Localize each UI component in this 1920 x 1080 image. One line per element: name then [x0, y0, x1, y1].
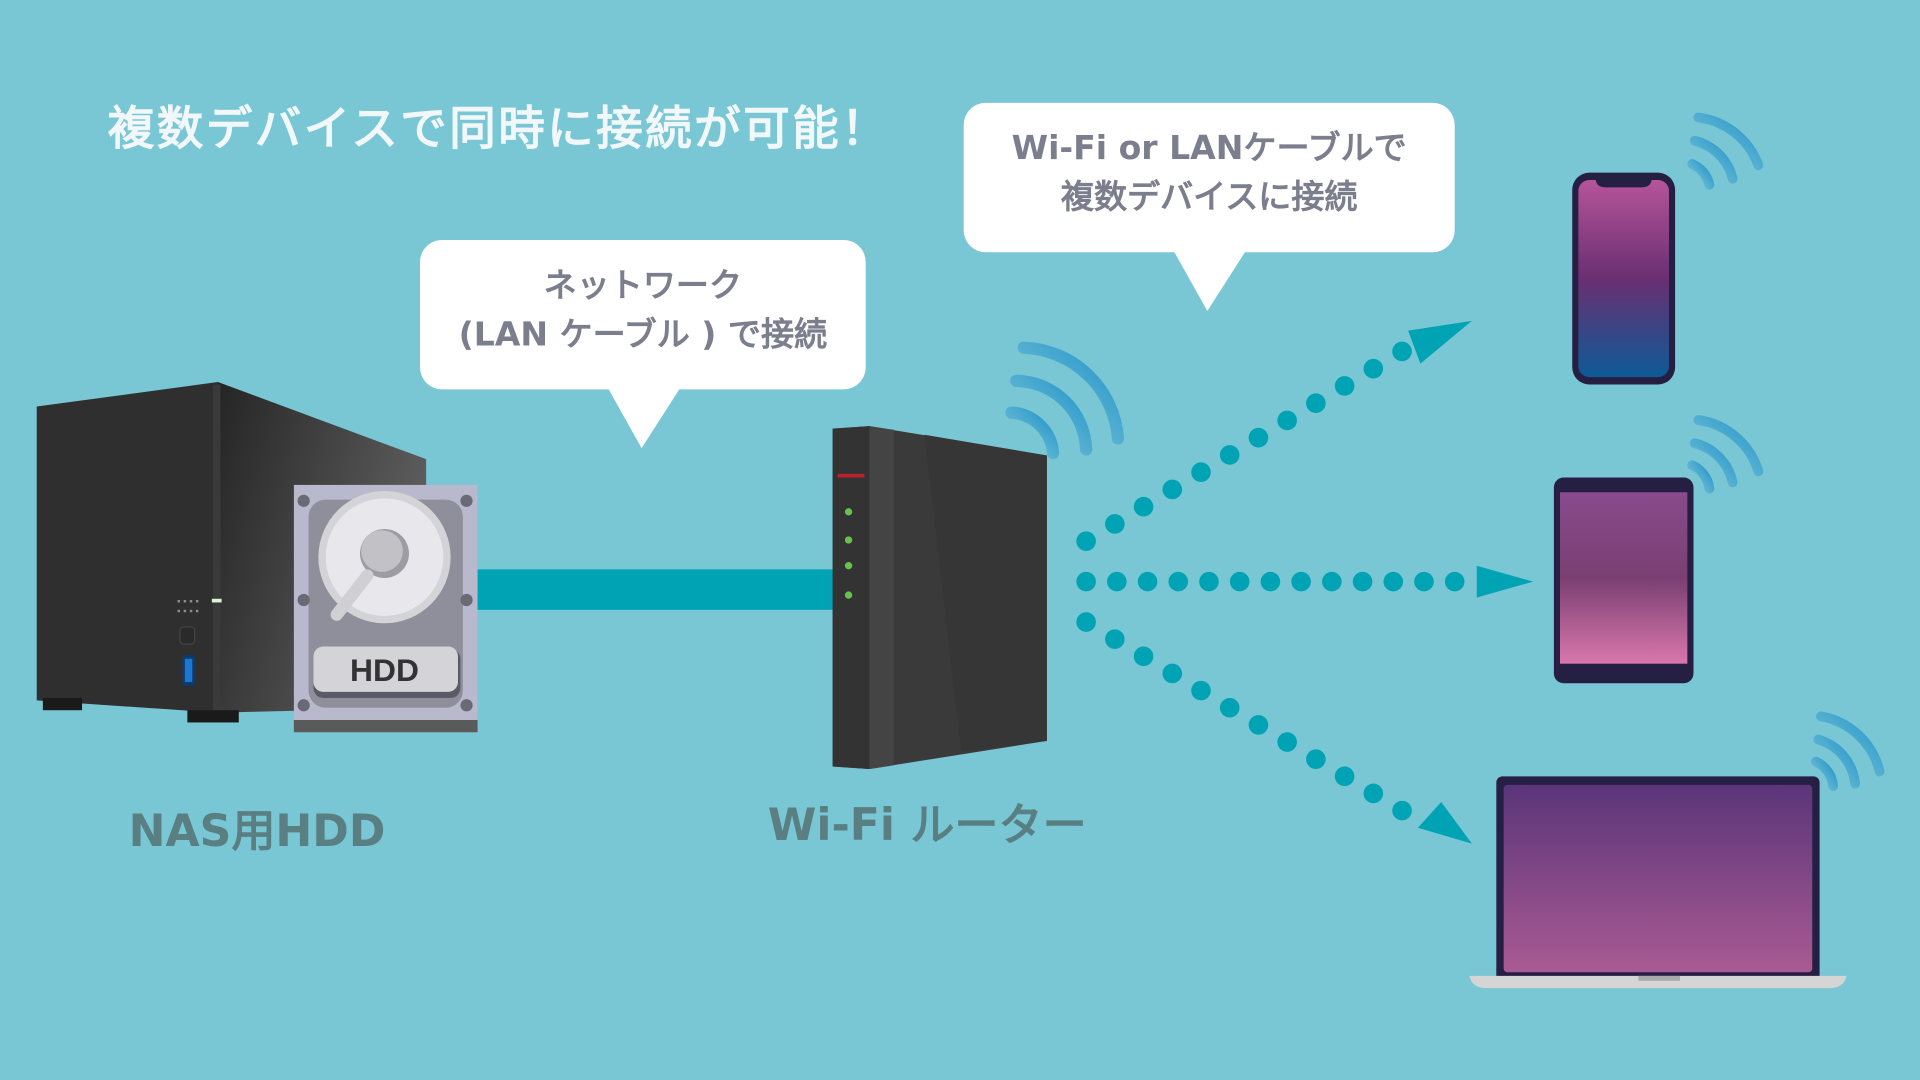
bubble-lan-line1: ネットワーク: [543, 266, 743, 305]
dots-to-laptop-dot: [1133, 646, 1154, 667]
laptop-wifi-waves-icon: [1811, 711, 1885, 792]
headline: 複数デバイスで同時に接続が可能！: [107, 101, 891, 156]
dots-to-laptop-dot: [1105, 629, 1125, 649]
arrow-head-tablet: [1476, 565, 1534, 598]
dots-to-phone-dot: [1248, 427, 1269, 448]
dots-to-laptop-dot: [1277, 732, 1297, 752]
dots-to-laptop-dot: [1363, 783, 1384, 804]
dots-to-tablet-dot: [1260, 571, 1281, 592]
router-wifi-waves-icon: [1005, 341, 1125, 460]
laptop-device: [1469, 776, 1847, 989]
dots-to-phone-dot: [1219, 445, 1240, 465]
bubble-wifi-line1: Wi-Fi or LANケーブルで: [1011, 129, 1407, 168]
dots-to-laptop-dot: [1162, 663, 1183, 684]
dots-to-laptop-dot: [1191, 680, 1211, 701]
nas-foot-right: [187, 710, 239, 723]
dots-to-phone-dot: [1334, 376, 1355, 396]
dots-to-phone-dot: [1105, 514, 1125, 534]
wifi-router: [832, 426, 1047, 769]
tablet-device: [1553, 477, 1694, 684]
dots-to-laptop-dot: [1392, 800, 1412, 821]
bubble-wifi-line2: 複数デバイスに接続: [1060, 178, 1358, 217]
tablet-wifi-waves-icon: [1687, 415, 1764, 494]
dots-to-phone-dot: [1363, 358, 1384, 379]
hdd-icon: HDD: [293, 484, 478, 733]
dots-to-tablet-dot: [1229, 571, 1250, 592]
dots-to-phone-dot: [1162, 479, 1183, 500]
dots-to-tablet-dot: [1291, 571, 1311, 592]
dots-to-phone-dot: [1076, 531, 1096, 552]
dots-to-laptop-dot: [1334, 766, 1355, 787]
bubble-lan-tail: [607, 386, 681, 449]
dots-to-tablet-dot: [1168, 571, 1189, 592]
router-red-led: [837, 473, 865, 478]
dots-to-phone-dot: [1306, 393, 1326, 413]
bubble-wifi-connection: Wi-Fi or LANケーブルで 複数デバイスに接続: [963, 102, 1455, 253]
bubble-lan-connection: ネットワーク (LAN ケーブル ) で接続: [420, 240, 866, 390]
dots-to-tablet-dot: [1107, 571, 1127, 592]
dots-to-tablet-dot: [1383, 571, 1404, 592]
arrow-head-laptop: [1417, 802, 1472, 844]
nas-foot-left: [42, 697, 83, 711]
dots-to-phone-dot: [1277, 410, 1297, 431]
dots-to-tablet-dot: [1199, 571, 1219, 592]
dots-to-tablet-dot: [1137, 571, 1158, 592]
dots-to-laptop-dot: [1306, 749, 1326, 769]
dots-to-laptop-dot: [1248, 715, 1269, 735]
arrow-head-phone: [1408, 320, 1472, 364]
nas-status-leds: [177, 600, 199, 613]
dots-to-laptop-dot: [1076, 612, 1096, 632]
hdd-badge-label: HDD: [350, 652, 419, 688]
phone-wifi-waves-icon: [1687, 112, 1764, 190]
dotted-arrows: [1076, 341, 1465, 821]
dots-to-tablet-dot: [1444, 571, 1465, 592]
dots-to-phone-dot: [1133, 496, 1154, 517]
bubble-lan-line2: (LAN ケーブル ) で接続: [458, 315, 828, 354]
nas-front-panel: [36, 382, 218, 713]
dots-to-tablet-dot: [1352, 571, 1373, 592]
nas-front-divider: [213, 384, 221, 713]
router-status-leds: [844, 508, 853, 599]
dots-to-tablet-dot: [1076, 571, 1096, 592]
dots-to-tablet-dot: [1414, 571, 1434, 592]
router-label: Wi-Fi ルーター: [767, 800, 1087, 852]
lan-cable: [471, 569, 839, 610]
dots-to-tablet-dot: [1322, 571, 1342, 592]
nas-power-button: [179, 626, 196, 645]
bubble-wifi-tail: [1173, 249, 1247, 312]
dots-to-phone-dot: [1392, 341, 1412, 362]
dots-to-phone-dot: [1191, 462, 1211, 483]
nas-label: NAS用HDD: [128, 806, 386, 858]
dots-to-laptop-dot: [1219, 697, 1240, 718]
nas-power-led: [211, 598, 222, 603]
smartphone-device: [1572, 172, 1676, 385]
